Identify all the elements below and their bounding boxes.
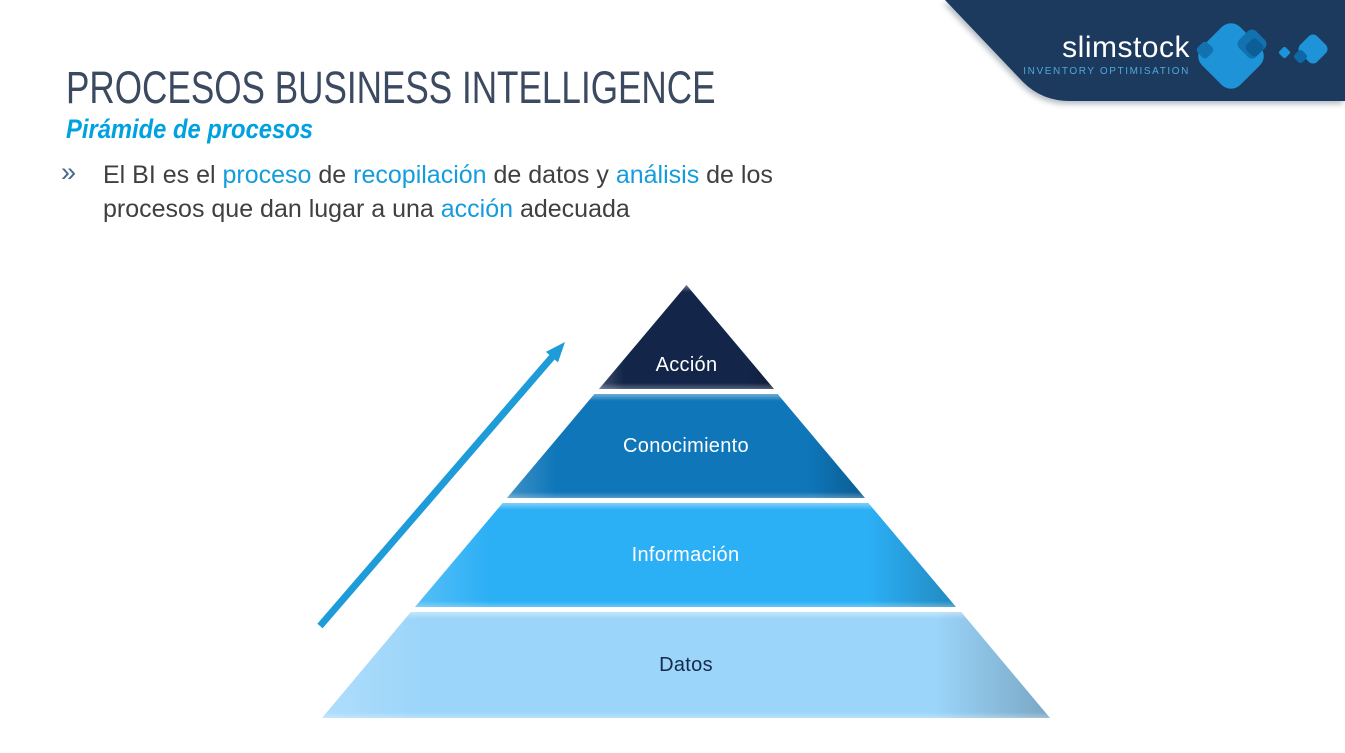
accent-word: acción [440, 195, 514, 223]
bullet-paragraph: El BI es el proceso de recopilación de d… [103, 158, 773, 226]
bullet-line: El BI es el proceso de recopilación de d… [103, 158, 773, 192]
pyramid-layer-accion: Acción [599, 285, 774, 389]
page-subtitle: Pirámide de procesos [66, 114, 313, 144]
pyramid-layer-datos: Datos [322, 612, 1050, 718]
pyramid-layer-label: Conocimiento [623, 434, 749, 457]
accent-word: recopilación [353, 161, 487, 189]
pyramid-layer-informacion: Información [415, 503, 956, 607]
logo-tagline-text: INVENTORY OPTIMISATION [1023, 66, 1190, 77]
text-segment: de los [699, 161, 773, 189]
logo: slimstock INVENTORY OPTIMISATION [1010, 33, 1190, 77]
text-segment: de datos y [486, 161, 616, 189]
text-segment: de [311, 161, 354, 189]
pyramid-layer-label: Datos [659, 653, 713, 676]
accent-word: proceso [222, 161, 312, 189]
text-segment: procesos que dan lugar a una [103, 195, 441, 223]
pyramid-layer-label: Información [631, 543, 740, 566]
logo-brand-text: slimstock [1062, 31, 1190, 64]
pyramid-layer-label: Acción [655, 354, 718, 376]
bullet-marker: » [61, 157, 77, 187]
page-title: PROCESOS BUSINESS INTELLIGENCE [66, 62, 716, 113]
accent-word: análisis [615, 161, 700, 189]
bullet-line: procesos que dan lugar a una acción adec… [103, 192, 773, 226]
text-segment: El BI es el [103, 161, 223, 189]
text-segment: adecuada [513, 195, 630, 223]
pyramid-layer-conocimiento: Conocimiento [507, 394, 865, 498]
